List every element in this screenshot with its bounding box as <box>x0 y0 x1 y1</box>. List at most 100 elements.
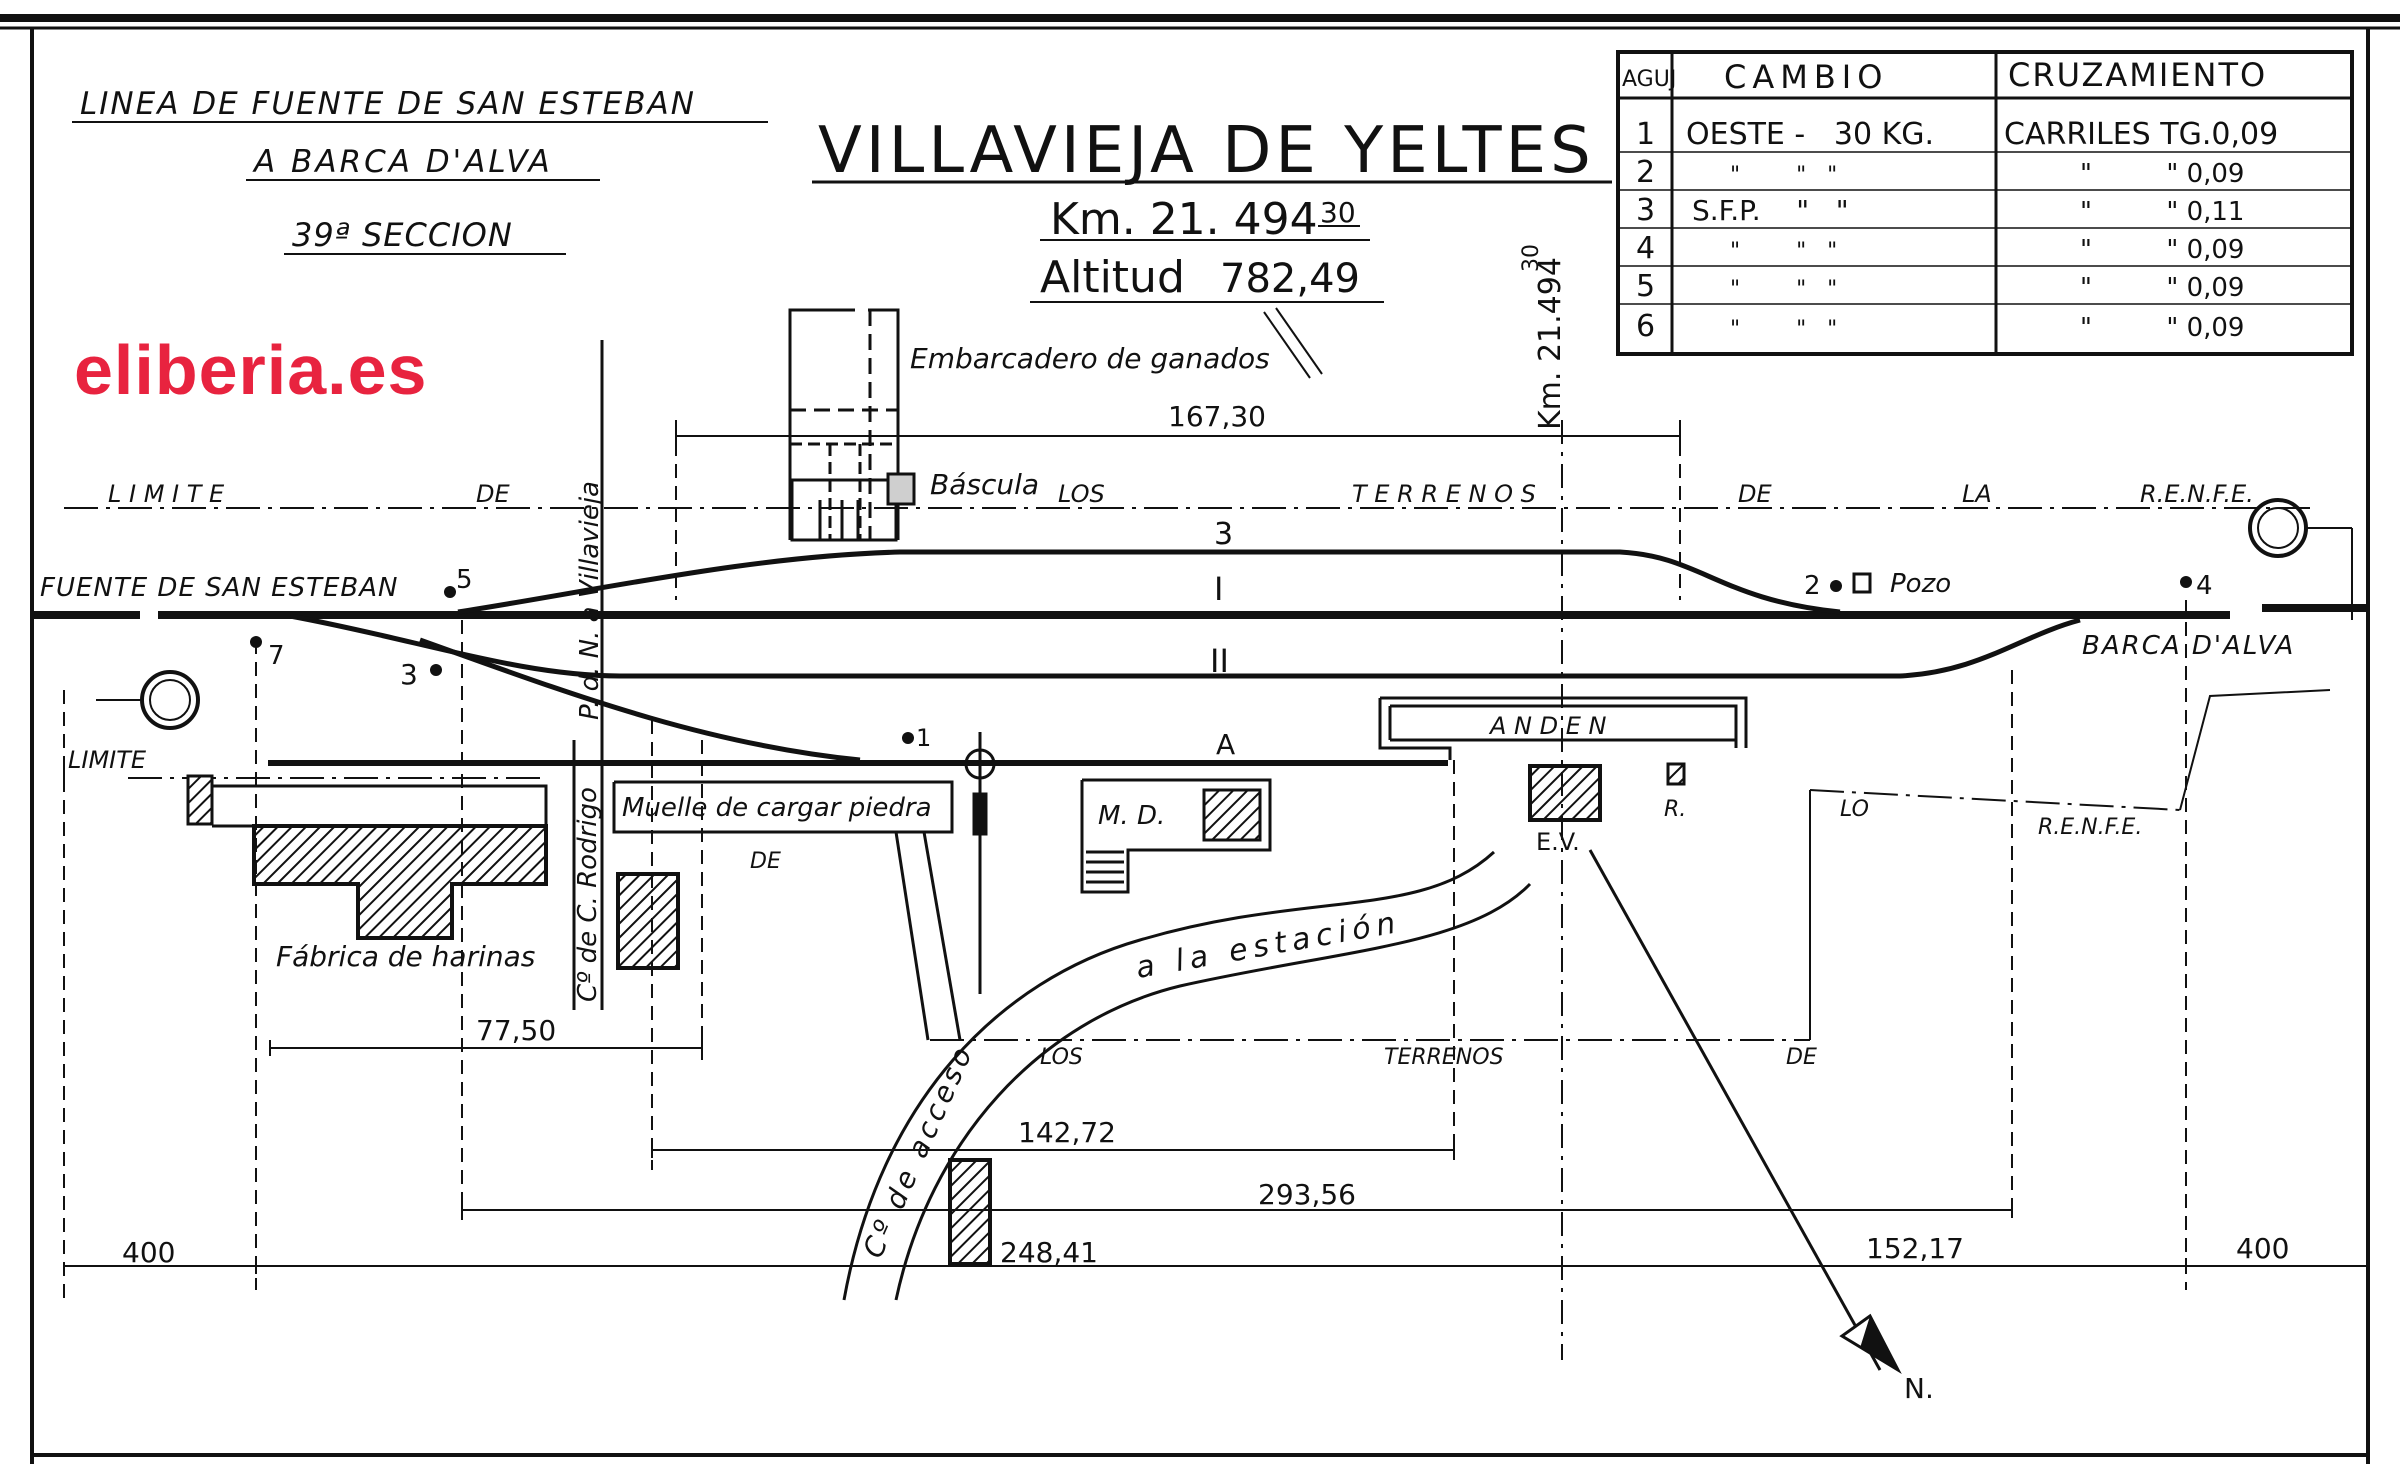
table-row: " " 0,09 <box>2080 273 2244 303</box>
boundary-label: TERRENOS <box>1384 1045 1504 1070</box>
table-row: 3 <box>1636 193 1655 228</box>
altitude-label: Altitud <box>1040 252 1185 303</box>
pozo-label: Pozo <box>1890 569 1951 599</box>
md-building <box>1080 778 1272 894</box>
boundary-label: DE <box>1738 480 1772 508</box>
table-row: " " " <box>1730 239 1837 264</box>
boundary-label: DE <box>476 480 510 508</box>
table-row: " " " <box>1730 163 1837 188</box>
km-vertical-label: Km. 21.494 <box>1533 257 1568 430</box>
table-header-aguj: AGUJ <box>1622 67 1676 92</box>
line-name-1: LINEA DE FUENTE DE SAN ESTEBAN <box>80 86 696 122</box>
table-header-cruzamiento: CRUZAMIENTO <box>2008 56 2267 94</box>
line-name-2: A BARCA D'ALVA <box>252 144 553 180</box>
table-row: " " 0,09 <box>2080 159 2244 189</box>
track-3 <box>457 549 1841 615</box>
table-row: " " " <box>1730 317 1837 342</box>
anden-label: A N D E N <box>1488 712 1607 740</box>
boundary-label: L I M I T E <box>108 480 225 508</box>
switch-table: AGUJ CAMBIO CRUZAMIENTO 1 OESTE - 30 KG.… <box>1616 50 2354 356</box>
table-row: 1 <box>1636 117 1655 152</box>
muelle-cargar-piedra <box>612 780 962 1041</box>
track-3-label: 3 <box>1214 517 1233 552</box>
table-row: OESTE - 30 KG. <box>1686 117 1934 152</box>
table-row: 4 <box>1636 231 1655 266</box>
dimension-values: 167,30 77,50 142,72 293,56 248,41 152,17… <box>122 400 2289 1269</box>
roads <box>572 340 1532 1301</box>
track-II-label: II <box>1210 642 1229 680</box>
switch-points: 5 7 3 1 2 4 Pozo <box>250 565 2213 752</box>
table-row: " " 0,09 <box>2080 235 2244 265</box>
km-label: Km. 21. 494 <box>1050 194 1318 245</box>
md-label: M. D. <box>1098 801 1165 831</box>
camino-rodrigo-label: Cº de C. Rodrigo <box>573 787 603 1002</box>
boundary-label: LA <box>1962 480 1992 508</box>
camino-villavieja-label: P. d. N. a Villavieja <box>575 481 605 720</box>
table-row: 2 <box>1636 155 1655 190</box>
switch-point-label: 2 <box>1804 571 1821 601</box>
altitude-value: 782,49 <box>1220 256 1360 302</box>
km-sup: 30 <box>1320 196 1356 229</box>
bascula-label: Báscula <box>930 468 1039 501</box>
boundary-label: R.E.N.F.E. <box>2038 815 2142 840</box>
dimension-value: 248,41 <box>1000 1236 1098 1269</box>
track-A-curve <box>419 637 861 763</box>
km-vertical-sup: 30 <box>1519 244 1544 272</box>
boundary-label: LOS <box>1058 480 1105 508</box>
track-labels: 3 I II A FUENTE DE SAN ESTEBAN BARCA D'A… <box>40 517 2295 761</box>
signal-post <box>964 732 996 994</box>
switch-point-label: 7 <box>268 641 285 671</box>
switch-point-label: 3 <box>400 658 418 691</box>
track-A-label: A <box>1216 728 1235 761</box>
boundary-label: T E R R E N O S <box>1352 480 1536 508</box>
switch-point-label: 4 <box>2196 571 2213 601</box>
muelle-building <box>616 872 680 970</box>
acceso-estacion-label: a la estación <box>1133 905 1404 986</box>
watermark: eliberia.es <box>74 331 428 409</box>
ev-label: E.V. <box>1536 828 1580 856</box>
boundary-label: LO <box>1840 797 1869 822</box>
extension-lines <box>63 420 2187 1300</box>
muelle-label: Muelle de cargar piedra <box>622 793 932 823</box>
section-label: 39ª SECCION <box>292 216 513 254</box>
dimension-value: 400 <box>2236 1232 2289 1265</box>
fabrica-label: Fábrica de harinas <box>276 940 535 973</box>
boundary-label: DE <box>1786 1045 1817 1070</box>
switch-point-label: 5 <box>456 565 473 595</box>
dimension-value: 142,72 <box>1018 1116 1116 1149</box>
switch-point-label: 1 <box>916 724 931 752</box>
boundary-label: R.E.N.F.E. <box>2140 480 2254 508</box>
boundary-label: LOS <box>1040 1045 1083 1070</box>
track-II <box>289 613 2081 679</box>
dimension-lines <box>64 428 2368 1274</box>
limite-left-label: LIMITE <box>68 746 147 774</box>
dimension-value: 77,50 <box>476 1014 556 1047</box>
fabrica-de-harinas <box>186 774 548 940</box>
r-label: R. <box>1664 797 1686 822</box>
embarcadero-label: Embarcadero de ganados <box>910 342 1270 375</box>
barca-label: BARCA D'ALVA <box>2082 631 2295 661</box>
boundary-labels: L I M I T E DE LOS T E R R E N O S DE LA… <box>68 480 2254 1070</box>
dimension-value: 400 <box>122 1236 175 1269</box>
building-bottom <box>948 1158 992 1266</box>
north-label: N. <box>1904 1372 1934 1405</box>
boundary-label: DE <box>750 849 781 874</box>
table-row: 6 <box>1636 309 1655 344</box>
tracks <box>32 549 2368 766</box>
boundary-markers <box>96 498 2353 730</box>
table-row: CARRILES TG.0,09 <box>2004 117 2278 152</box>
table-row: " " 0,11 <box>2080 197 2244 227</box>
header: LINEA DE FUENTE DE SAN ESTEBAN A BARCA D… <box>72 86 1612 379</box>
bascula-icon <box>886 472 916 506</box>
frame <box>0 14 2400 1464</box>
station-building-ev <box>1528 764 1602 822</box>
embarcadero-structure <box>788 308 900 542</box>
building-r <box>1666 762 1686 786</box>
station-name: VILLAVIEJA DE YELTES <box>818 114 1595 188</box>
track-I-label: I <box>1214 570 1223 608</box>
table-row: " " 0,09 <box>2080 313 2244 343</box>
dimension-value: 293,56 <box>1258 1178 1356 1211</box>
north-arrow <box>1588 849 1902 1375</box>
dimension-value: 167,30 <box>1168 400 1266 433</box>
